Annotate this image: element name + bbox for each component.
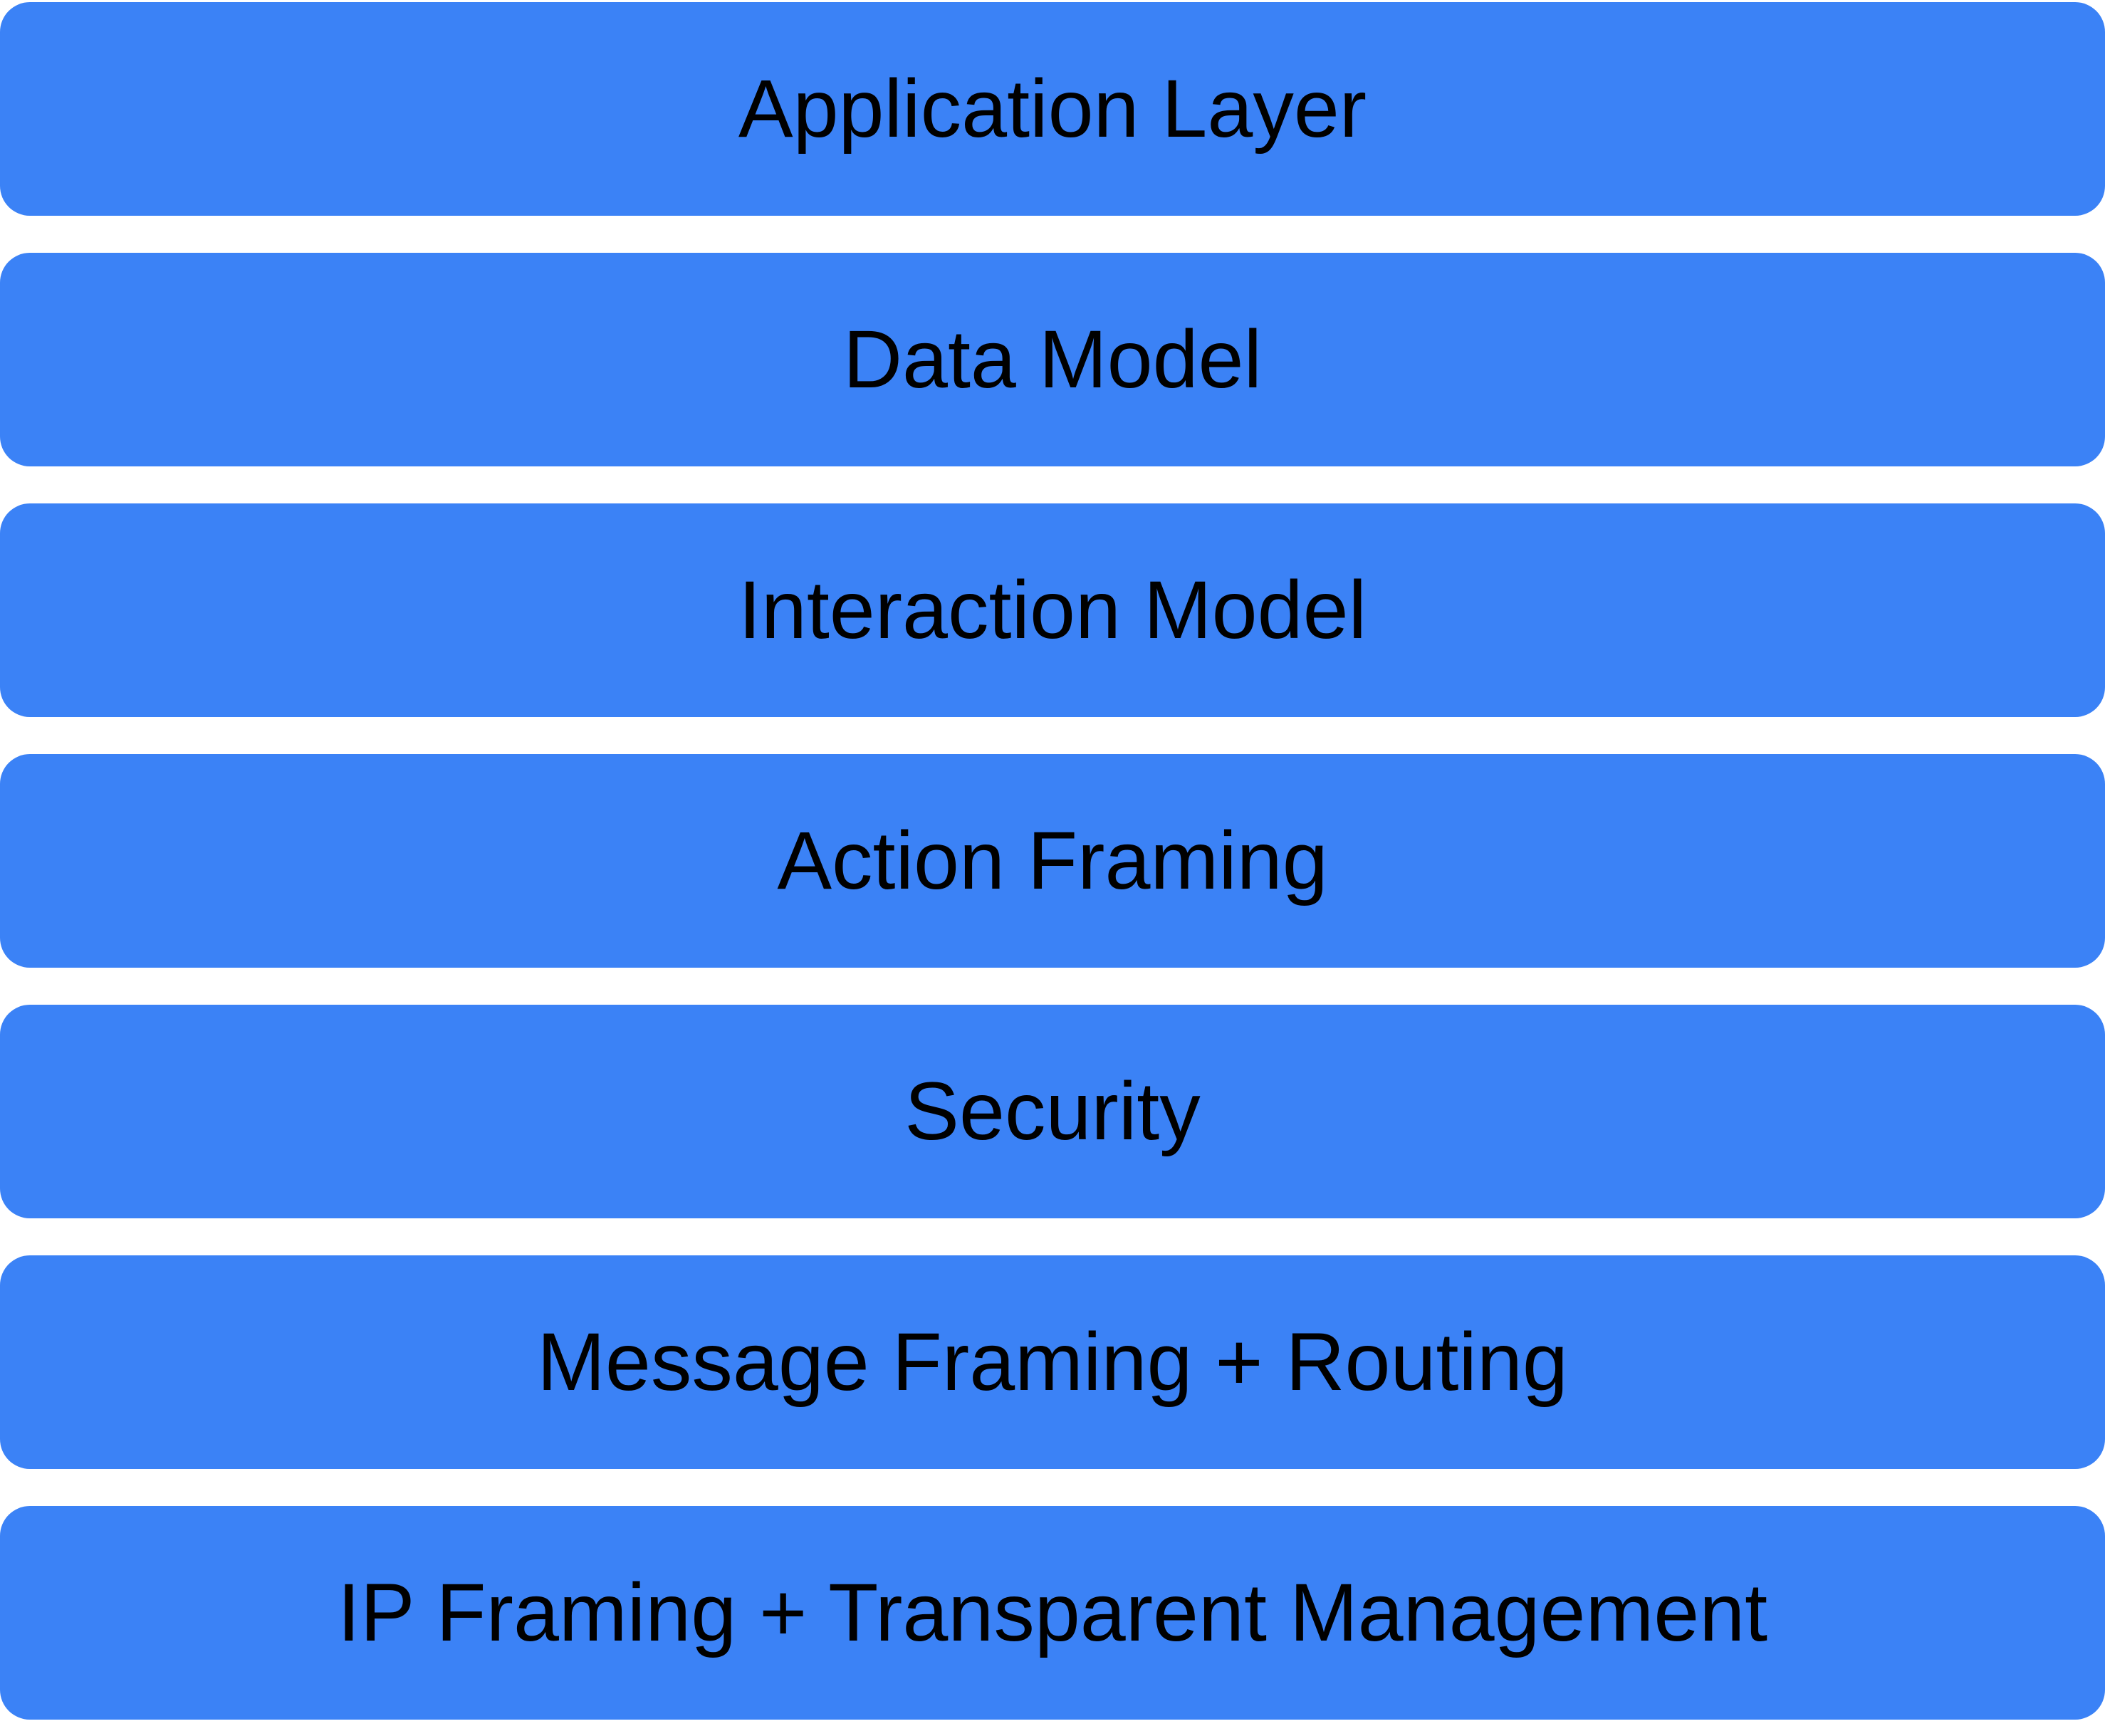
layer-label-action-framing: Action Framing [777, 815, 1328, 906]
layer-label-ip-framing-transparent-management: IP Framing + Transparent Management [337, 1567, 1768, 1658]
layer-label-data-model: Data Model [842, 313, 1263, 405]
layer-label-application: Application Layer [738, 63, 1367, 155]
layer-label-message-framing-routing: Message Framing + Routing [537, 1316, 1568, 1408]
layer-label-interaction-model: Interaction Model [738, 564, 1367, 656]
layer-label-security: Security [904, 1065, 1201, 1157]
layer-block-data-model: Data Model [0, 253, 2105, 466]
layer-block-application: Application Layer [0, 2, 2105, 216]
layer-block-action-framing: Action Framing [0, 754, 2105, 968]
layer-block-ip-framing-transparent-management: IP Framing + Transparent Management [0, 1506, 2105, 1720]
layer-block-message-framing-routing: Message Framing + Routing [0, 1255, 2105, 1469]
layer-block-security: Security [0, 1005, 2105, 1218]
layer-block-interaction-model: Interaction Model [0, 503, 2105, 717]
